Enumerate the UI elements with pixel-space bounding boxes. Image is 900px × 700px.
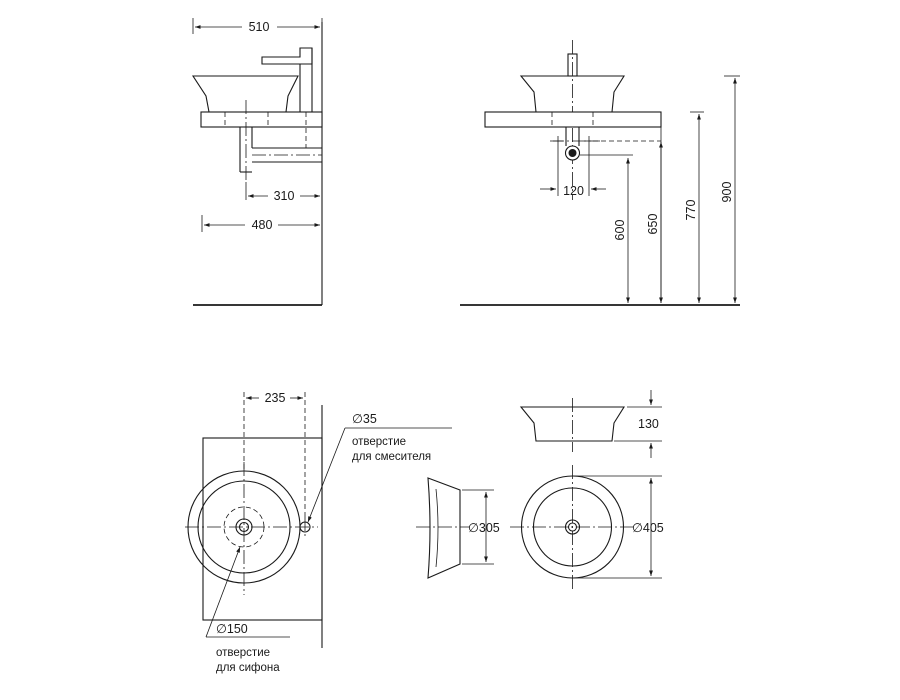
dim-310-label: 310 <box>274 189 295 203</box>
basin-section-inner <box>435 488 439 568</box>
mixer-leader-line <box>307 427 346 523</box>
dim-900-label: 900 <box>720 182 734 203</box>
top-drain-hidden-circle <box>223 506 265 548</box>
mixer-hole-label-line2: для смесителя <box>352 451 431 463</box>
drain-label-line1: отверстие <box>216 647 270 659</box>
dim-480-label: 480 <box>252 218 273 232</box>
top-shelf-outline <box>202 437 323 621</box>
mixer-hole-label-line1: отверстие <box>352 436 406 448</box>
dim-510-label: 510 <box>249 20 270 34</box>
dim-235-label: 235 <box>265 391 286 405</box>
side-basin-profile <box>191 75 299 113</box>
side-view: 510 310 480 <box>191 18 323 306</box>
faucet-spout <box>261 47 313 65</box>
dim-650-label: 650 <box>646 214 660 235</box>
top-bowl-inner <box>197 480 291 574</box>
drain-leader-line <box>205 546 241 638</box>
front-shelf <box>484 111 662 128</box>
side-shelf <box>200 111 323 128</box>
dim-120-label: 120 <box>563 184 584 198</box>
basin-section <box>427 477 461 579</box>
top-drain-outer <box>235 518 253 536</box>
dim-600-label: 600 <box>613 220 627 241</box>
drain-diameter: ∅150 <box>216 622 248 636</box>
top-view: 235 ∅35 отверстие для смесителя ∅150 отв… <box>185 391 452 674</box>
dim-130-label: 130 <box>638 417 659 431</box>
dim-305-label: ∅305 <box>468 521 500 535</box>
basin-views: 130 ∅305 ∅405 <box>416 390 664 590</box>
drain-label-line2: для сифона <box>216 662 280 674</box>
basin-elevation <box>519 406 625 442</box>
dim-405-label: ∅405 <box>632 521 664 535</box>
front-drain-outlet-core <box>568 149 577 157</box>
dim-770-label: 770 <box>684 200 698 221</box>
mixer-hole-diameter: ∅35 <box>352 412 377 426</box>
front-view: 120 600 650 770 900 <box>460 40 740 306</box>
top-drain-inner <box>238 521 250 533</box>
